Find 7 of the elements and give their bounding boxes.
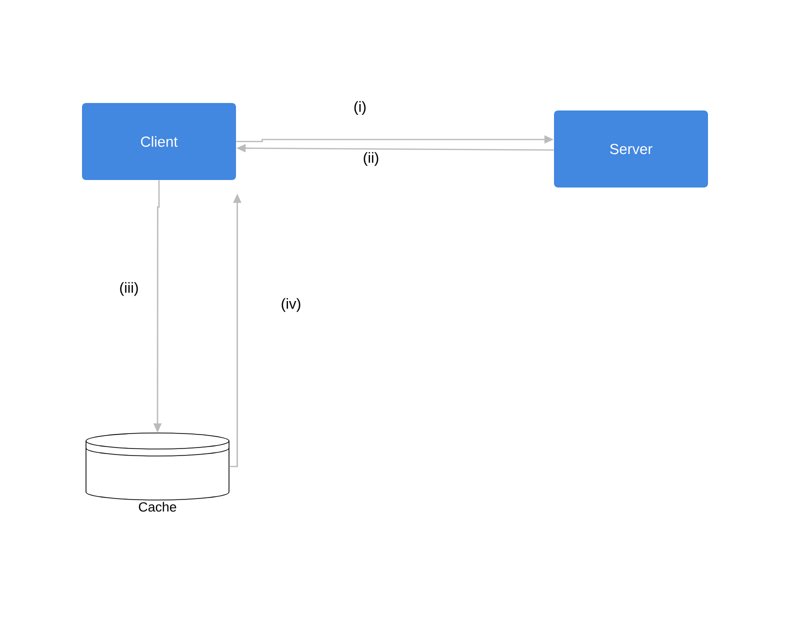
edge-label: (iii) <box>118 280 140 298</box>
edge-label: (iv) <box>280 296 303 314</box>
process-box: Client <box>82 103 236 180</box>
process-box: Server <box>554 110 708 188</box>
edge-label: (ii) <box>362 150 380 168</box>
edge-label: (i) <box>352 100 368 116</box>
node-label: Cache <box>138 502 176 512</box>
